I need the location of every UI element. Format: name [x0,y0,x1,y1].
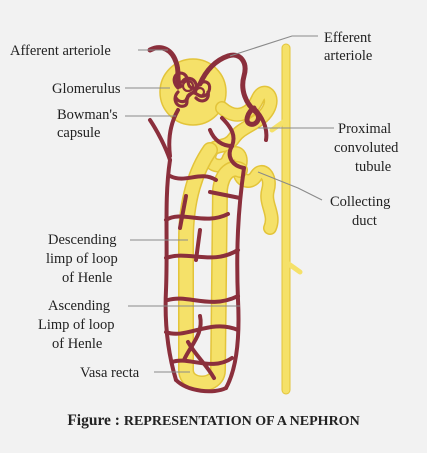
label-glomerulus: Glomerulus [52,81,121,97]
label-ascending-line3: of Henle [52,336,102,352]
collecting-duct [269,43,303,395]
label-proximal-line1: Proximal [338,121,391,137]
label-collecting-line2: duct [352,213,377,229]
label-proximal-line2: convoluted [334,140,399,156]
caption-prefix: Figure : [67,412,124,429]
label-vasa-recta: Vasa recta [80,365,140,381]
glomerulus [172,71,212,108]
loop-of-henle [178,142,248,392]
vasa-recta [163,158,246,394]
caption-text: REPRESENTATION OF A NEPHRON [123,414,360,429]
label-bowman-line2: capsule [57,125,100,141]
label-bowman-line1: Bowman's [57,107,118,123]
leader-lines [125,35,334,373]
figure-caption: Figure : REPRESENTATION OF A NEPHRON [0,412,427,430]
labels: Afferent arteriole Efferent arteriole Gl… [10,30,399,381]
label-descending-line2: limp of loop [46,251,118,267]
label-ascending-line2: Limp of loop [38,317,115,333]
afferent-arteriole [147,45,183,89]
peritubular-capillaries [148,108,246,170]
label-collecting-line1: Collecting [330,194,390,210]
proximal-convoluted-tubule [202,85,279,235]
nephron-diagram: Afferent arteriole Efferent arteriole Gl… [10,30,399,395]
efferent-arteriole [197,52,269,142]
label-efferent-line1: Efferent [324,30,371,46]
label-ascending-line1: Ascending [48,298,110,314]
label-proximal-line3: tubule [355,159,391,175]
label-efferent-line2: arteriole [324,48,372,64]
label-descending-line1: Descending [48,232,116,248]
label-afferent-arteriole: Afferent arteriole [10,43,111,59]
label-descending-line3: of Henle [62,270,112,286]
